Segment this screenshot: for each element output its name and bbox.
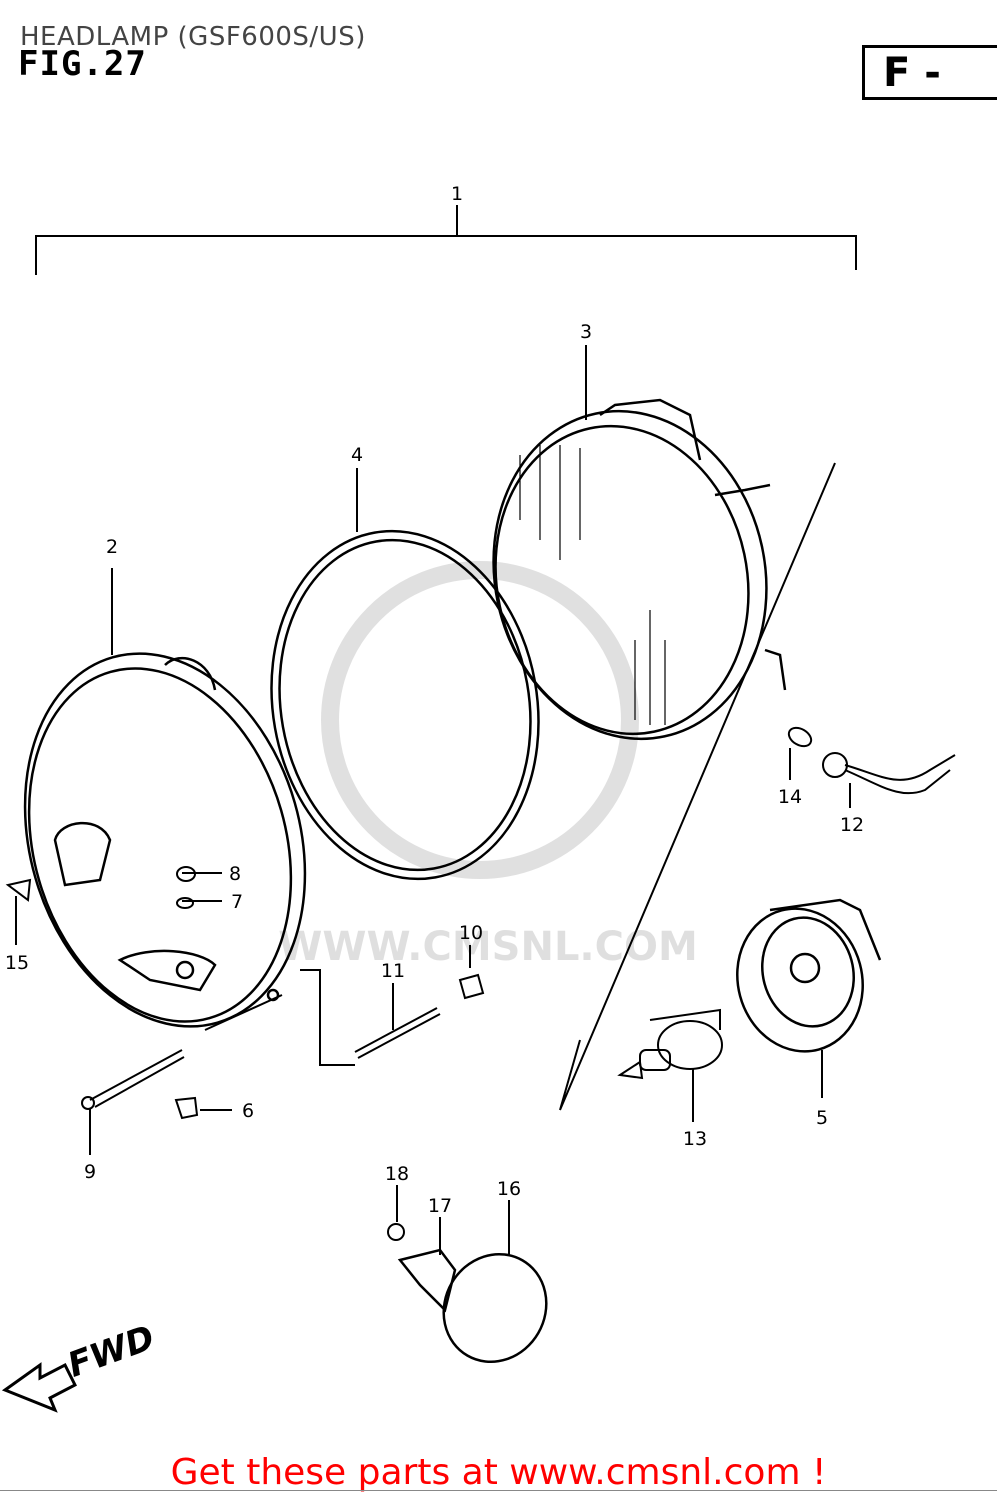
headlamp-unit [492, 398, 787, 741]
assembly-bracket [35, 205, 857, 275]
callout-3: 3 [580, 321, 592, 343]
section-label: F - [883, 50, 941, 96]
forward-arrow: FWD [1, 1318, 160, 1413]
callout-17: 17 [428, 1195, 452, 1217]
callout-9: 9 [84, 1161, 96, 1183]
callout-5: 5 [816, 1107, 828, 1129]
figure-number: FIG.27 [18, 44, 147, 84]
headlamp-gasket [270, 529, 540, 881]
watermark: WWW.CMSNL.COM [278, 561, 698, 970]
callout-13: 13 [683, 1128, 707, 1150]
headlamp-rim [23, 652, 307, 1028]
footer-link[interactable]: Get these parts at www.cmsnl.com ! [170, 1452, 827, 1493]
callout-7: 7 [231, 891, 243, 913]
rim-screw [81, 1049, 185, 1110]
callout-8: 8 [229, 863, 241, 885]
watermark-text: WWW.CMSNL.COM [278, 924, 698, 970]
callout-6: 6 [242, 1100, 254, 1122]
adjuster-spring [354, 1007, 441, 1059]
callout-12: 12 [840, 814, 864, 836]
fwd-arrow-icon [1, 1362, 78, 1413]
fwd-label: FWD [63, 1318, 160, 1386]
callout-11: 11 [381, 960, 405, 982]
callout-14: 14 [778, 786, 802, 808]
assembly-guide-lines [204, 462, 836, 1111]
diagram-title: HEADLAMP (GSF600S/US) [20, 22, 366, 52]
callout-16: 16 [497, 1178, 521, 1200]
position-lamp-assembly [397, 1248, 548, 1364]
leader-lines [15, 345, 851, 1256]
callout-4: 4 [351, 444, 363, 466]
callout-15: 15 [5, 952, 29, 974]
headlamp-bulb [617, 1008, 723, 1080]
callout-10: 10 [459, 922, 483, 944]
bottom-strip [0, 1490, 997, 1501]
bulb-socket-housing [736, 898, 882, 1053]
small-fasteners [5, 866, 485, 1241]
callout-18: 18 [385, 1163, 409, 1185]
callout-1: 1 [451, 183, 463, 205]
callout-labels: 1 2 3 4 5 6 7 8 9 10 11 12 13 14 15 16 1… [5, 183, 864, 1217]
position-lamp-socket [787, 726, 956, 795]
section-box: F - [862, 45, 997, 100]
callout-2: 2 [106, 536, 118, 558]
